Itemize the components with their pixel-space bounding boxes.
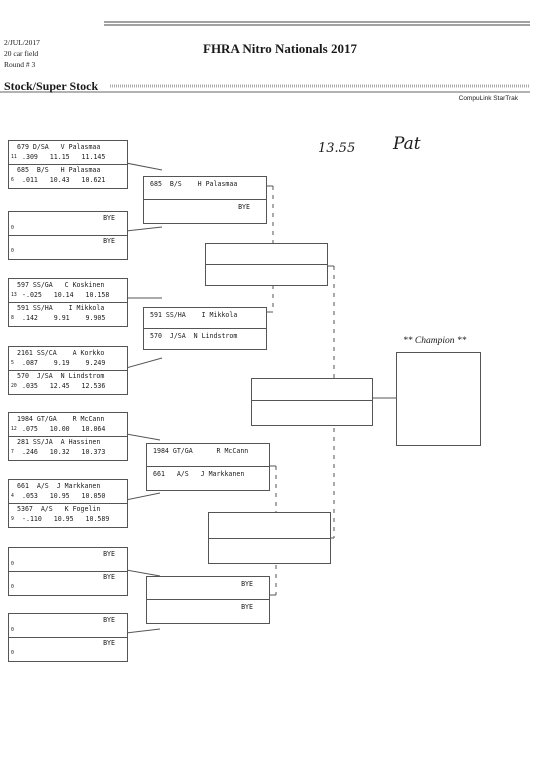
seed-number: 20 xyxy=(11,384,17,389)
entry-times-line: .035 12.45 12.536 xyxy=(22,382,106,390)
handwritten-time: 13.55 xyxy=(318,141,356,156)
champion-box xyxy=(396,352,481,446)
seed-number: 4 xyxy=(11,494,14,499)
seed-number: 6 xyxy=(11,178,14,183)
round2-entry: 591 SS/HA I Mikkola xyxy=(150,311,238,319)
seed-number: 13 xyxy=(11,293,17,298)
entry-name-line: BYE xyxy=(103,214,115,222)
entry-times-line: .053 10.95 10.050 xyxy=(22,492,106,500)
entry-name-line: BYE xyxy=(103,237,115,245)
event-title: FHRA Nitro Nationals 2017 xyxy=(203,41,357,56)
seed-number: 12 xyxy=(11,427,17,432)
round3-match-2 xyxy=(208,512,331,564)
entry-times-line: .246 10.32 10.373 xyxy=(22,448,106,456)
entry-name-line: 281 SS/JA A Hassinen xyxy=(17,438,101,446)
entry-name-line: BYE xyxy=(103,616,115,624)
seed-number: 7 xyxy=(11,450,14,455)
round2-entry: 1984 GT/GA R McCann xyxy=(153,447,249,455)
entry-times-line: .142 9.91 9.905 xyxy=(22,314,106,322)
seed-number: 9 xyxy=(11,517,14,522)
seed-number: 11 xyxy=(11,155,17,160)
round2-match-3: 1984 GT/GA R McCann 661 A/S J Markkanen xyxy=(146,443,270,491)
class-name: Stock/Super Stock xyxy=(4,79,99,93)
seed-number: 0 xyxy=(11,226,14,231)
round2-entry: BYE xyxy=(241,580,253,588)
entry-name-line: 597 SS/GA C Koskinen xyxy=(17,281,105,289)
champion-label: ** Champion ** xyxy=(403,336,467,346)
entry-times-line: -.025 10.14 10.158 xyxy=(22,291,110,299)
entry-times-line: -.110 10.95 10.589 xyxy=(22,515,110,523)
seed-number: 0 xyxy=(11,585,14,590)
entry-name-line: 570 J/SA N Lindstrom xyxy=(17,372,105,380)
final-match xyxy=(251,378,373,426)
round2-entry: BYE xyxy=(238,203,250,211)
entry-name-line: 679 D/SA V Palasmaa xyxy=(17,143,101,151)
seed-number: 5 xyxy=(11,361,14,366)
seed-number: 8 xyxy=(11,316,14,321)
seed-number: 0 xyxy=(11,651,14,656)
seed-number: 0 xyxy=(11,562,14,567)
entry-name-line: BYE xyxy=(103,550,115,558)
entry-times-line: .087 9.19 9.249 xyxy=(22,359,106,367)
entry-name-line: BYE xyxy=(103,639,115,647)
event-date: 2/JUL/2017 xyxy=(4,38,40,47)
round-number: Round # 3 xyxy=(4,60,36,69)
round2-entry: BYE xyxy=(241,603,253,611)
round2-entry: 661 A/S J Markkanen xyxy=(153,470,245,478)
entry-name-line: 5367 A/S K Fogelin xyxy=(17,505,101,513)
round2-entry: 570 J/SA N Lindstrom xyxy=(150,332,238,340)
entry-name-line: 1984 GT/GA R McCann xyxy=(17,415,105,423)
seed-number: 0 xyxy=(11,628,14,633)
entry-times-line: .309 11.15 11.145 xyxy=(22,153,106,161)
round2-match-4: BYE BYE xyxy=(146,576,270,624)
field-size: 20 car field xyxy=(4,49,39,58)
round3-match-1 xyxy=(205,243,328,286)
software-label: CompuLink StarTrak xyxy=(458,95,518,102)
handwritten-initials: Pat xyxy=(393,134,421,154)
entry-name-line: 591 SS/HA I Mikkola xyxy=(17,304,105,312)
entry-times-line: .011 10.43 10.621 xyxy=(22,176,106,184)
entry-name-line: 2161 SS/CA A Korkko xyxy=(17,349,105,357)
seed-number: 0 xyxy=(11,249,14,254)
entry-times-line: .075 10.00 10.064 xyxy=(22,425,106,433)
round2-match-2: 591 SS/HA I Mikkola 570 J/SA N Lindstrom xyxy=(143,307,267,350)
round2-entry: 685 B/S H Palasmaa xyxy=(150,180,238,188)
entry-name-line: 685 B/S H Palasmaa xyxy=(17,166,101,174)
entry-name-line: 661 A/S J Markkanen xyxy=(17,482,101,490)
entry-name-line: BYE xyxy=(103,573,115,581)
